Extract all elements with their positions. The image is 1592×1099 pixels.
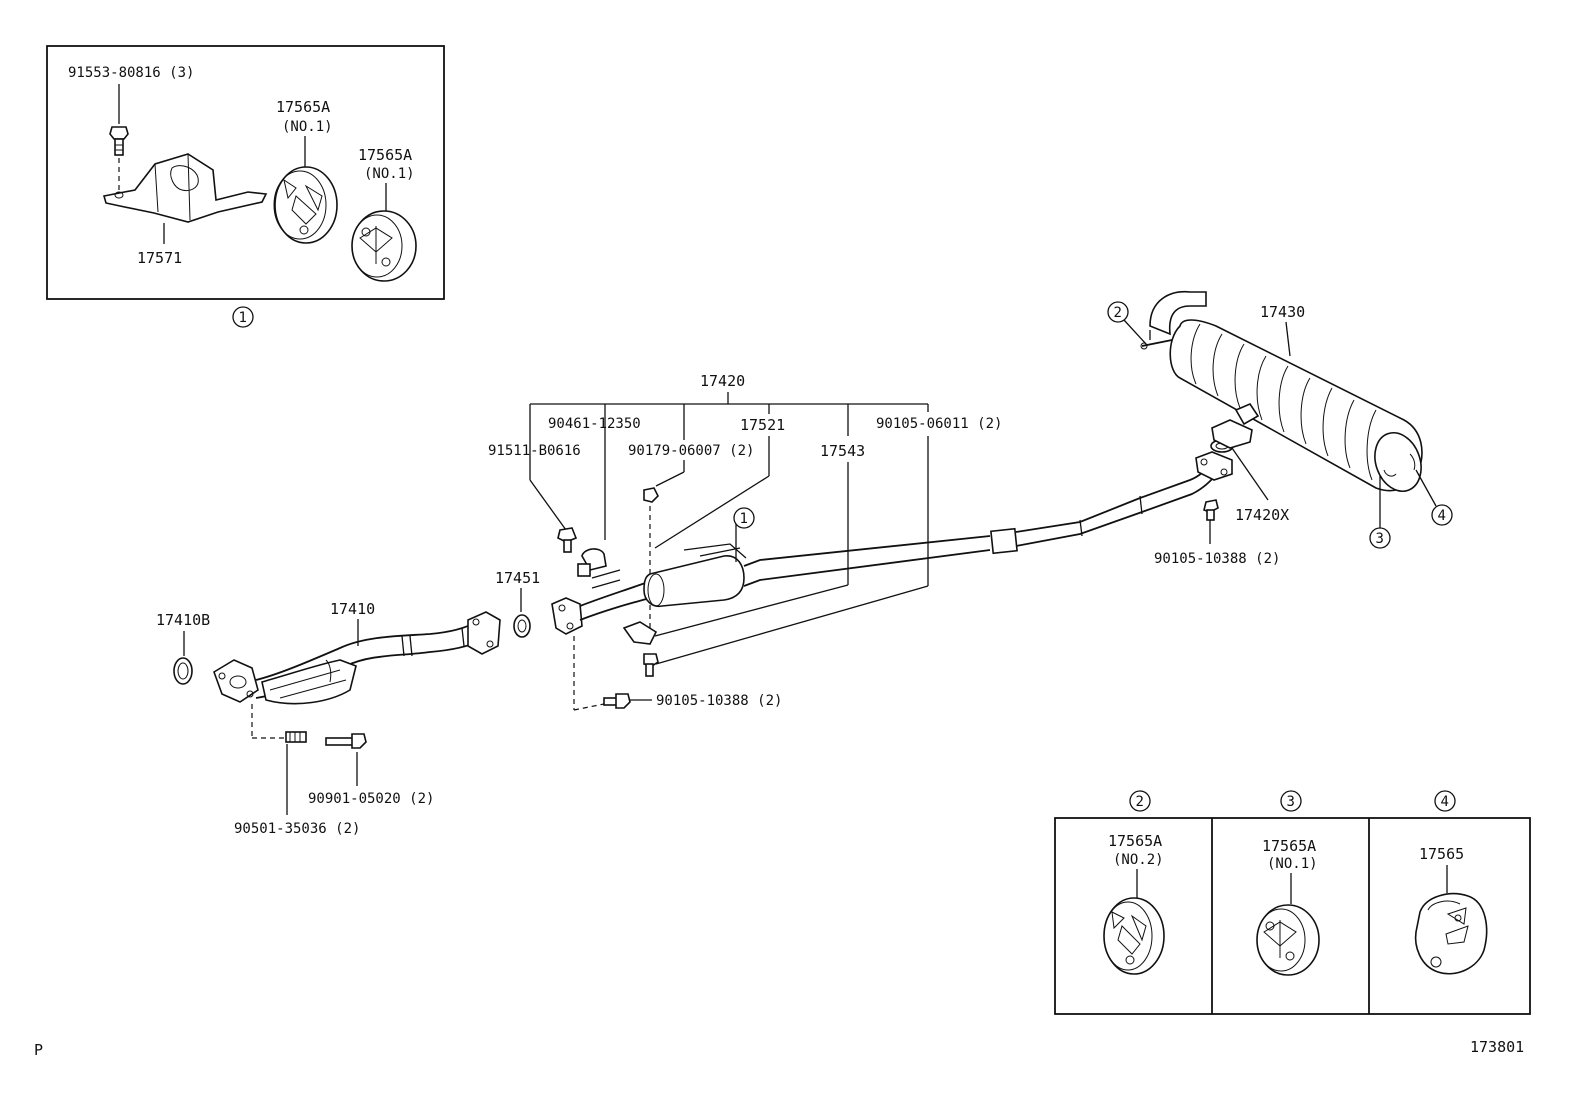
cushion-17565A-no1-part-a <box>273 166 338 244</box>
label-90105-10388-right: 90105-10388 (2) <box>1154 551 1280 567</box>
ref-number-2: 2 <box>1136 794 1144 810</box>
footer-left-code: P <box>34 1041 43 1059</box>
label-17565A-no2-sub: (NO.2) <box>1113 852 1164 868</box>
cushion-17565A-no2-part <box>1103 897 1165 975</box>
ref-circle-1 <box>232 306 254 328</box>
cushion-17565A-no1-part-b <box>351 210 417 282</box>
bracket-17571-part <box>102 153 268 223</box>
label-17430: 17430 <box>1260 303 1305 321</box>
front-pipe-17410-part <box>213 611 501 705</box>
label-17451: 17451 <box>495 569 540 587</box>
label-90105-10388-center: 90105-10388 (2) <box>656 693 782 709</box>
ref-number-3-main: 3 <box>1376 531 1384 547</box>
bolt-90105-10388-center-part <box>603 693 631 709</box>
ref-circle-3 <box>1280 790 1302 812</box>
label-90901-05020: 90901-05020 (2) <box>308 791 434 807</box>
ref-number-3: 3 <box>1287 794 1295 810</box>
stud-90501-35036-part <box>285 731 307 743</box>
label-17410B: 17410B <box>156 611 210 629</box>
ref-number-4: 4 <box>1441 794 1449 810</box>
label-17565A-b-sub: (NO.1) <box>364 166 415 182</box>
ref-number-1-mid: 1 <box>740 511 748 527</box>
ref-number-1: 1 <box>239 310 247 326</box>
assembly-17420-group: 17420 90461-12350 17521 91511-B0616 9017… <box>488 372 1002 665</box>
clamp-90461-part <box>577 548 607 577</box>
rear-pipe-part <box>990 451 1233 555</box>
gasket-17410B-part <box>173 657 193 685</box>
label-17420X: 17420X <box>1235 506 1289 524</box>
bolt-90105-10388-right-part <box>1203 499 1219 521</box>
ref-number-2-main: 2 <box>1114 305 1122 321</box>
inset-frame <box>46 45 445 300</box>
inset-cushions: 2 17565A (NO.2) 3 17565A (NO.1) 4 17 <box>1054 790 1531 1015</box>
cushion-17565A-no1-inset-part <box>1256 904 1320 976</box>
ref-circle-2-main <box>1107 301 1129 323</box>
label-17521: 17521 <box>740 416 785 434</box>
label-17565A-b: 17565A <box>358 146 412 164</box>
label-91511-B0616: 91511-B0616 <box>488 443 581 459</box>
gasket-17451-part <box>513 614 531 638</box>
ref-circle-2 <box>1129 790 1151 812</box>
clamp-17543-part <box>622 621 658 645</box>
label-17565A-no1-inset-sub: (NO.1) <box>1267 856 1318 872</box>
ref-circle-1-mid <box>733 507 755 529</box>
label-17571: 17571 <box>137 249 182 267</box>
label-17565A-a-sub: (NO.1) <box>282 119 333 135</box>
inset-cushions-frame <box>1054 817 1531 1015</box>
ref-circle-4 <box>1434 790 1456 812</box>
label-90501-35036: 90501-35036 (2) <box>234 821 360 837</box>
label-17565A-a: 17565A <box>276 98 330 116</box>
inset-hanger-bracket: 91553-80816 (3) 17571 17565A (NO.1) <box>46 45 445 328</box>
center-pipe-17420-part <box>551 524 991 635</box>
nut-90179-part <box>643 487 659 503</box>
cushion-17565-part <box>1414 892 1488 975</box>
label-90105-06011: 90105-06011 (2) <box>876 416 1002 432</box>
label-90461-12350: 90461-12350 <box>548 416 641 432</box>
label-17565: 17565 <box>1419 845 1464 863</box>
label-17543: 17543 <box>820 442 865 460</box>
label-17565A-no1-inset: 17565A <box>1262 837 1316 855</box>
ref-number-4-main: 4 <box>1438 508 1446 524</box>
label-17420: 17420 <box>700 372 745 390</box>
ref-circle-4-main <box>1431 504 1453 526</box>
label-90179-06007: 90179-06007 (2) <box>628 443 754 459</box>
bolt-90105-06011-part <box>643 653 659 677</box>
footer-figure-number: 173801 <box>1470 1038 1524 1056</box>
bolt-part <box>109 126 129 156</box>
label-17410: 17410 <box>330 600 375 618</box>
muffler-17430-part <box>1140 290 1423 492</box>
bolt-90901-05020-part <box>325 733 367 749</box>
label-91553-80816: 91553-80816 (3) <box>68 65 194 81</box>
label-17565A-no2: 17565A <box>1108 832 1162 850</box>
bolt-91511-part <box>557 527 578 553</box>
